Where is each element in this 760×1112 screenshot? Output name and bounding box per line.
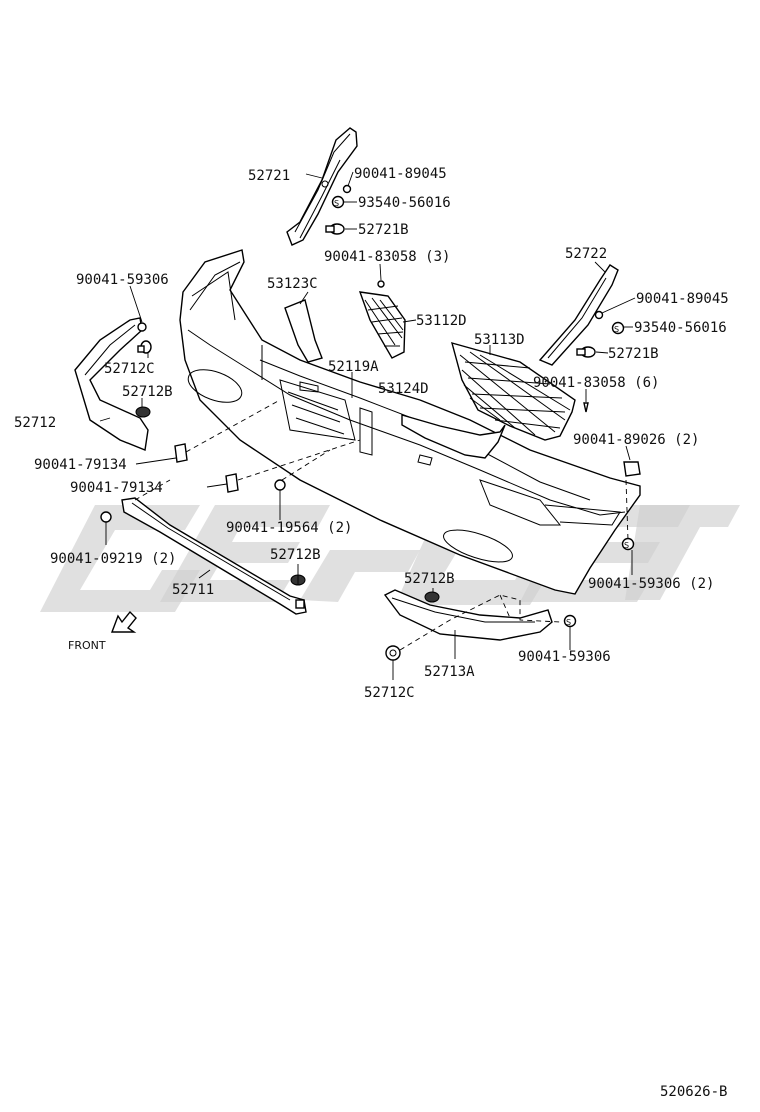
- pad-52712b-right-icon: [424, 591, 440, 603]
- pad-52712b-left-icon: [135, 406, 151, 418]
- clip-52712c-bottom-icon: [385, 645, 401, 661]
- label-53124d: 53124D: [378, 381, 429, 397]
- part-52711-strip: [121, 497, 307, 615]
- svg-text:S: S: [614, 325, 619, 334]
- assembly-lines: [134, 399, 629, 651]
- label-90041-09219-2: 90041-09219 (2): [50, 551, 176, 567]
- label-90041-89026-2: 90041-89026 (2): [573, 432, 699, 448]
- label-52713a: 52713A: [424, 664, 475, 680]
- label-53113d: 53113D: [474, 332, 525, 348]
- part-53123c-pad: [284, 299, 323, 363]
- part-52713a-corner: [383, 589, 553, 641]
- diagram-code: 520626-B: [660, 1084, 727, 1100]
- label-90041-19564-2: 90041-19564 (2): [226, 520, 352, 536]
- label-90041-79134-b: 90041-79134: [70, 480, 163, 496]
- label-90041-89045-top: 90041-89045: [354, 166, 447, 182]
- label-52722: 52722: [565, 246, 607, 262]
- part-52712-corner: [74, 317, 149, 451]
- clip-90041-79134-b-icon: [225, 473, 239, 493]
- clip-90041-83058-6-icon: [583, 402, 589, 413]
- label-52712c-left: 52712C: [104, 361, 155, 377]
- part-52721-molding: [286, 127, 358, 246]
- clip-52712c-left-icon: [137, 340, 152, 354]
- svg-text:S: S: [334, 199, 339, 208]
- label-52712b-left: 52712B: [122, 384, 173, 400]
- part-53124d-strip: [401, 414, 506, 459]
- label-52712b-mid: 52712B: [270, 547, 321, 563]
- label-52721b-right: 52721B: [608, 346, 659, 362]
- nut-90041-89045-top-icon: [342, 184, 352, 194]
- screw-90041-59306-bottom-icon: S: [563, 614, 577, 628]
- screw-90041-19564-icon: [274, 479, 286, 491]
- label-52119a: 52119A: [328, 359, 379, 375]
- label-90041-89045-right: 90041-89045: [636, 291, 729, 307]
- label-90041-83058-3: 90041-83058 (3): [324, 249, 450, 265]
- screw-90041-59306-2-icon: S: [621, 537, 635, 551]
- nut-90041-89045-right-icon: [594, 310, 604, 320]
- label-52712: 52712: [14, 415, 56, 431]
- svg-text:S: S: [566, 618, 571, 627]
- label-93540-56016-top: 93540-56016: [358, 195, 451, 211]
- front-arrow-icon: [110, 610, 137, 633]
- clip-52721b-top-icon: [325, 223, 345, 235]
- leader-lines: [99, 171, 636, 680]
- label-93540-56016-right: 93540-56016: [634, 320, 727, 336]
- label-52721b-top: 52721B: [358, 222, 409, 238]
- label-90041-59306-bottom: 90041-59306: [518, 649, 611, 665]
- svg-text:S: S: [624, 541, 629, 550]
- label-52712c-bottom: 52712C: [364, 685, 415, 701]
- clip-90041-89026-icon: [623, 461, 641, 477]
- clip-90041-83058-3-icon: [377, 280, 385, 288]
- label-52721: 52721: [248, 168, 290, 184]
- screw-90041-09219-icon: [100, 511, 112, 523]
- front-label: FRONT: [68, 639, 106, 652]
- label-90041-59306-2: 90041-59306 (2): [588, 576, 714, 592]
- part-labels: 52721 90041-89045 93540-56016 52721B 900…: [14, 166, 729, 1100]
- label-90041-79134-a: 90041-79134: [34, 457, 127, 473]
- part-53112d-net: [358, 291, 406, 359]
- label-52712b-right: 52712B: [404, 571, 455, 587]
- label-53112d: 53112D: [416, 313, 467, 329]
- clip-52721b-right-icon: [576, 346, 596, 358]
- label-52711: 52711: [172, 582, 214, 598]
- screw-93540-56016-top-icon: S: [331, 195, 345, 209]
- part-53113d-net: [451, 341, 576, 441]
- label-90041-59306-left: 90041-59306: [76, 272, 169, 288]
- part-52722-molding: [538, 264, 619, 366]
- clip-90041-79134-a-icon: [174, 443, 188, 463]
- label-53123c: 53123C: [267, 276, 318, 292]
- screw-93540-56016-right-icon: S: [611, 321, 625, 335]
- nut-90041-59306-left-icon: [137, 322, 147, 332]
- label-90041-83058-6: 90041-83058 (6): [533, 375, 659, 391]
